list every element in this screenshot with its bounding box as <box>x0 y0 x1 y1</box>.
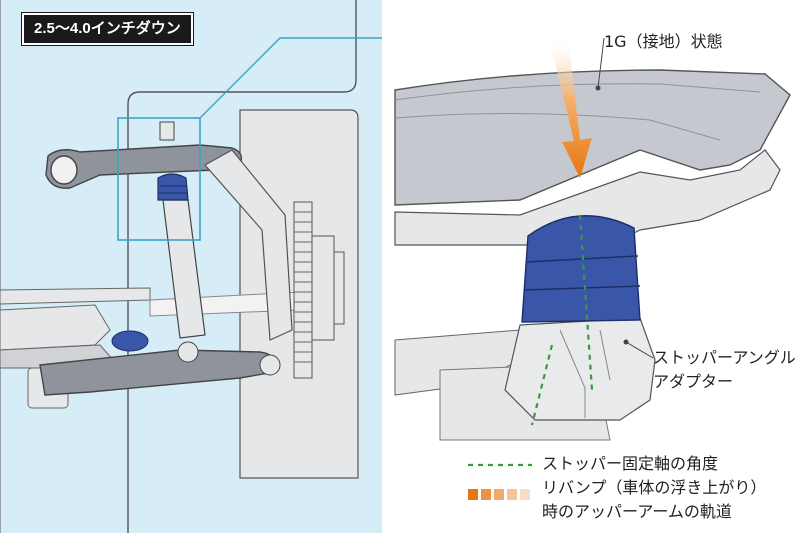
zoom-box <box>117 117 201 241</box>
legend-rebound-line2: 時のアッパーアームの軌道 <box>542 502 732 521</box>
leader-1g <box>597 37 605 89</box>
label-adapter-line2: アダプター <box>653 372 734 391</box>
left-panel <box>0 0 604 533</box>
leader-adapter <box>625 341 654 359</box>
right-panel <box>382 0 800 533</box>
adapter-axis-line <box>530 344 554 426</box>
legend-axis-angle: ストッパー固定軸の角度 <box>542 454 719 473</box>
zoom-upper-arm <box>394 69 791 206</box>
stopper-adapter <box>504 317 656 421</box>
legend-orange-swatch <box>468 489 530 500</box>
label-adapter: ストッパーアングル アダプター <box>653 346 796 394</box>
legend-rebound-line1: リバンプ（車体の浮き上がり） <box>542 478 767 497</box>
hub <box>311 235 335 341</box>
upper-arm <box>45 144 243 189</box>
zoom-bump-stopper <box>521 215 641 323</box>
badge-title: 2.5〜4.0インチダウン <box>21 12 194 46</box>
label-adapter-line1: ストッパーアングル <box>653 348 796 367</box>
rebound-arrow <box>550 36 592 178</box>
bump-stopper <box>157 173 189 201</box>
label-ground-state: 1G（接地）状態 <box>604 32 723 51</box>
frame-outline <box>127 0 357 533</box>
